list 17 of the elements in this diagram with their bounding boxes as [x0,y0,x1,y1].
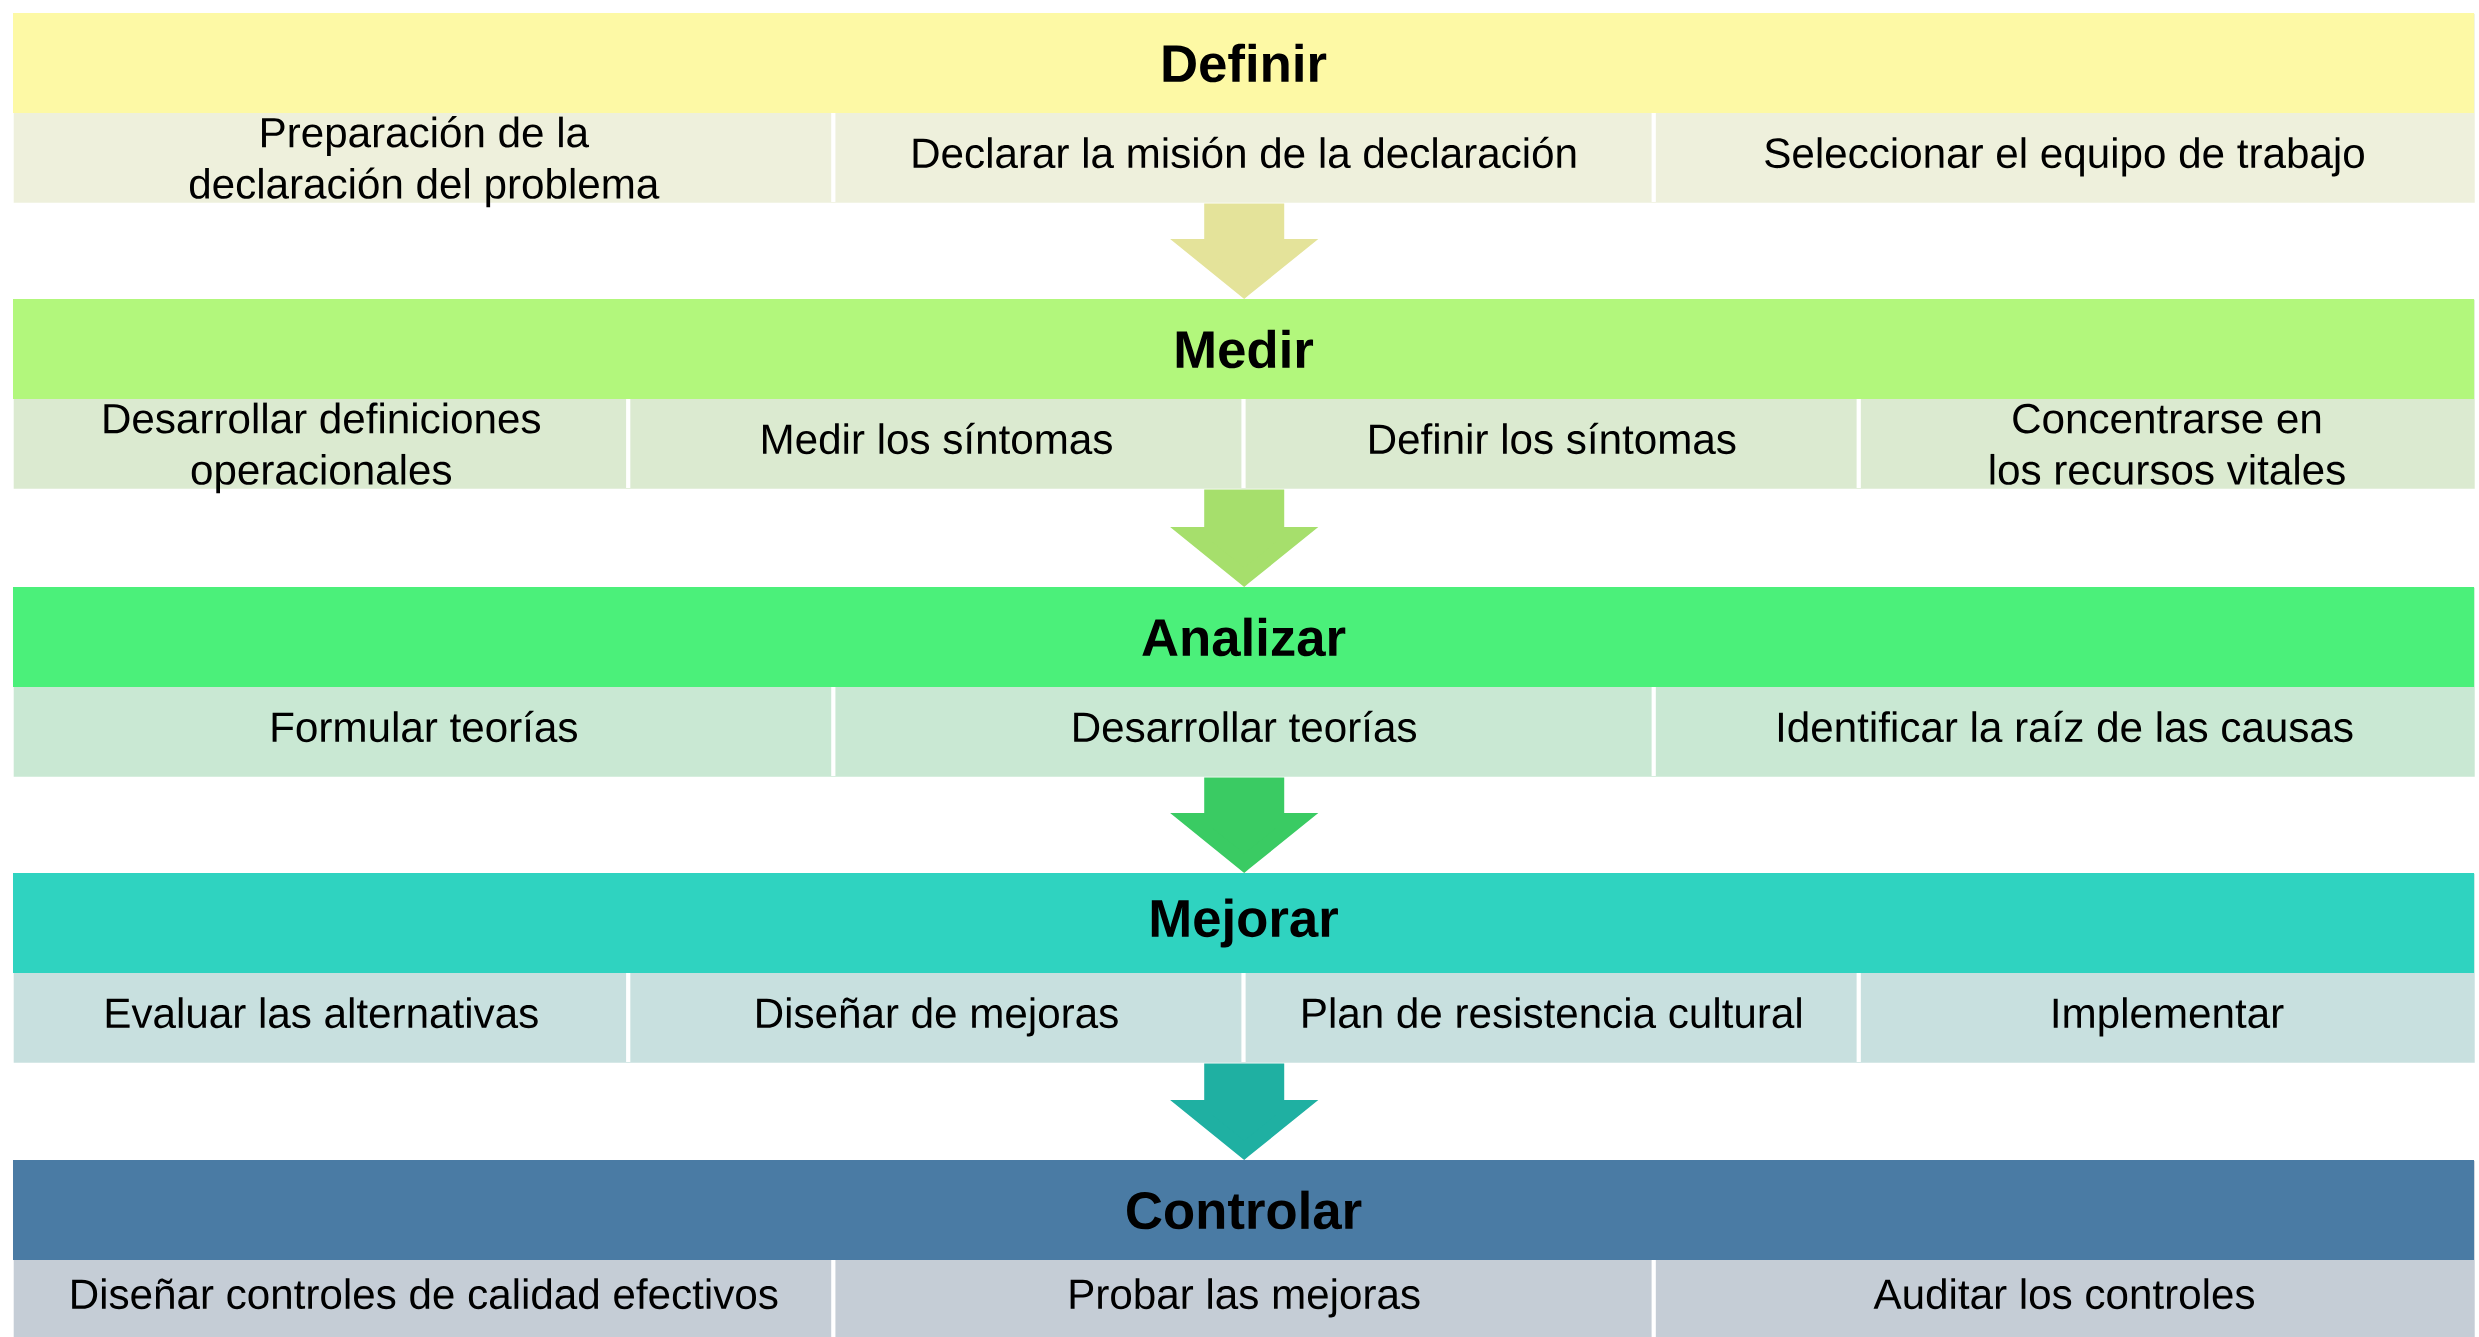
step-cell: Plan de resistencia cultural [1303,997,1801,1029]
step-cell: Probar las mejoras [1070,1278,1420,1318]
step-cell: Auditar los controles [1873,1278,2254,1310]
step-cell: Diseñar controles de calidad efectivos [72,1278,778,1310]
step-cell: Medir los síntomas [763,422,1112,455]
step-cell: Preparación de la declaración del problema [190,116,660,208]
step-cell: Definir los síntomas [1370,422,1736,455]
step-cell: Concentrarse en los recursos vitales [1990,403,2345,485]
step-cell: Declarar la misión de la declaración [913,136,1576,169]
step-cell: Identificar la raíz de las causas [1779,710,2353,743]
step-cell: Formular teorías [272,710,577,743]
step-cell: Seleccionar el equipo de trabajo [1765,137,2364,177]
step-cell: Implementar [2053,997,2284,1037]
step-cell: Desarrollar definiciones operacionales [104,402,540,494]
step-cell: Desarrollar teorías [1074,710,1416,743]
step-cell: Evaluar las alternativas [106,997,538,1029]
step-cell: Diseñar de mejoras [757,997,1118,1037]
